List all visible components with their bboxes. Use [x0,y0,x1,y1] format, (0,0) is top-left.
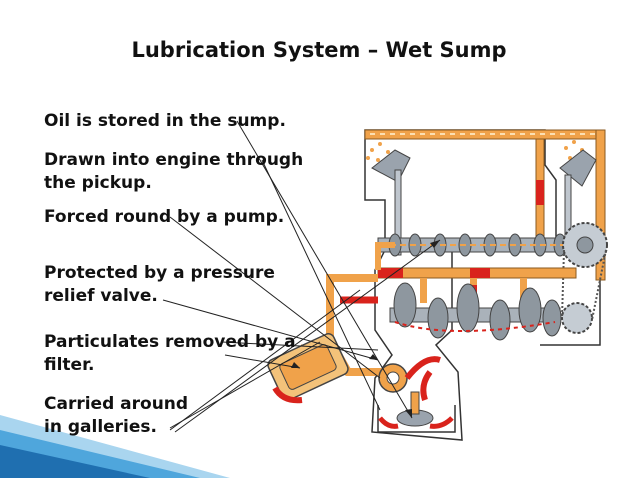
leader-lines [162,120,441,433]
oil-drips [366,140,587,162]
label-relief-valve: Protected by a pressure relief valve. [44,263,275,306]
top-oil-gallery [364,129,606,281]
label-pickup: Drawn into engine through the pickup. [44,150,304,193]
valve-train [371,149,597,256]
crankshaft [389,282,562,341]
camshaft [377,233,579,257]
sump [377,391,456,433]
corner-swoosh [0,415,230,478]
slide-title: Lubrication System – Wet Sump [131,38,507,62]
label-pump: Forced round by a pump. [44,207,285,227]
label-galleries: Carried around in galleries. [44,394,189,437]
leader-arrowheads [291,240,440,418]
oil-filter [267,333,349,404]
label-filter: Particulates removed by a filter. [44,332,296,375]
label-sump-storage: Oil is stored in the sump. [44,111,286,131]
timing-gear-drive [561,222,608,334]
oil-pump [378,356,441,401]
